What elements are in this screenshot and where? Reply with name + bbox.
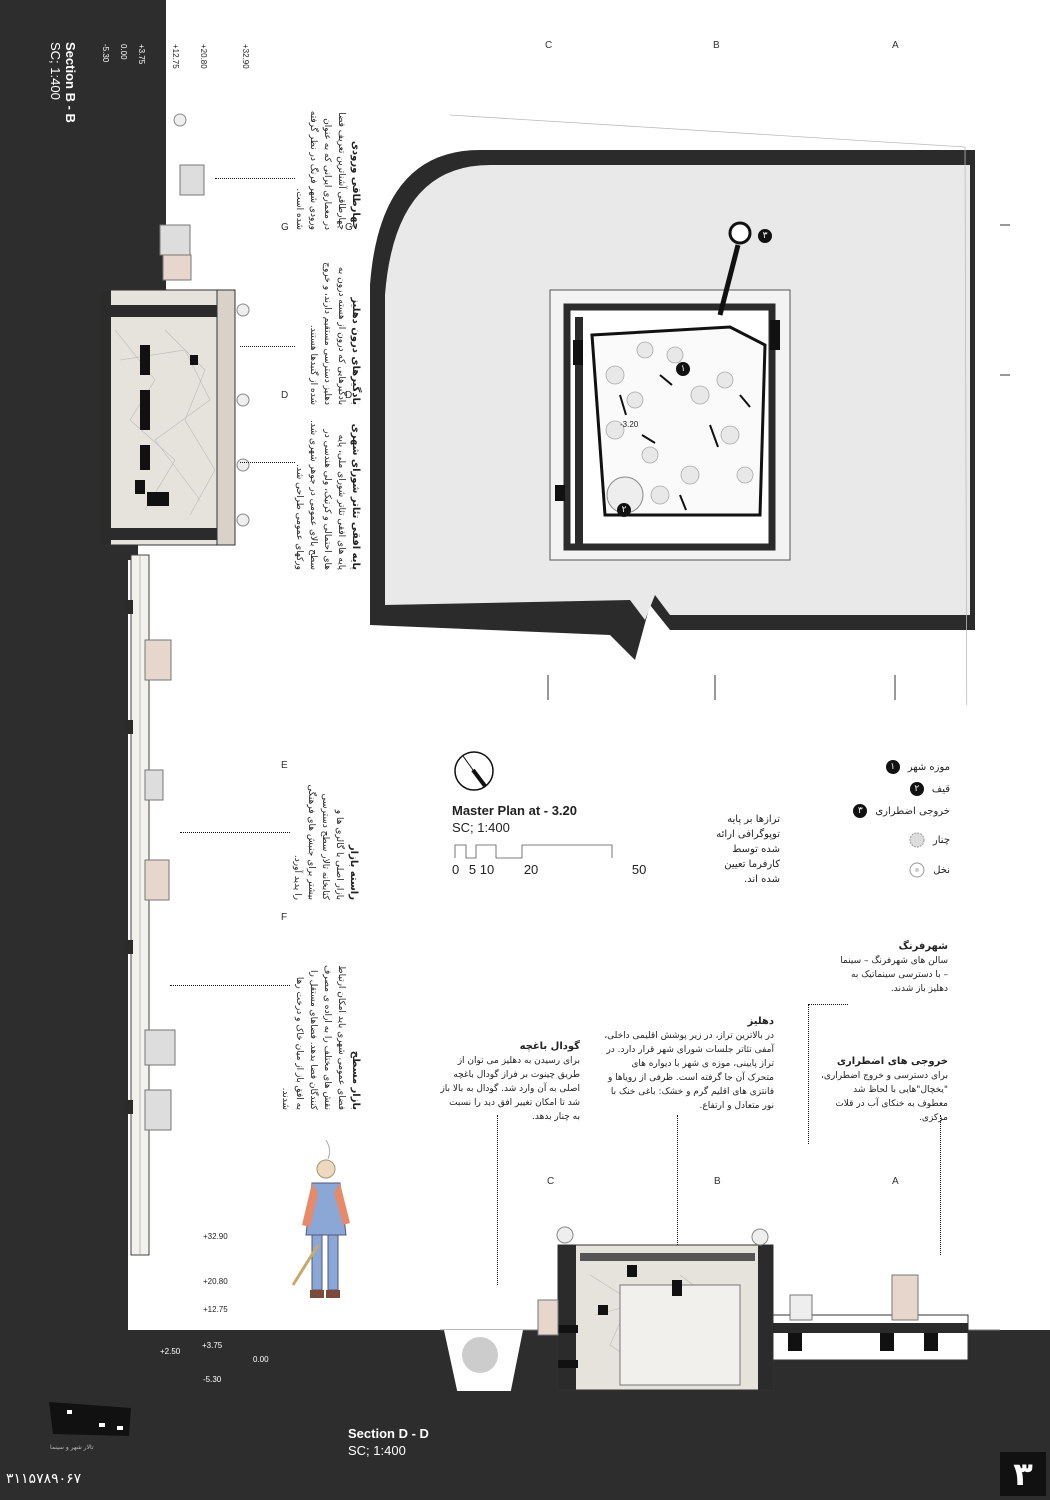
annotation-dd-2-title: دهلیز xyxy=(747,1016,774,1027)
leader-dd-4 xyxy=(940,1115,941,1255)
plane-tree-icon xyxy=(909,832,925,848)
legend-label-5: نخل xyxy=(933,864,950,876)
annotation-dd-4-text: برای دسترسی و خروج اضطراری، "یخچال"هایی … xyxy=(820,1071,948,1123)
scale-label-10: 10 xyxy=(479,862,495,877)
legend-label-2: قیف xyxy=(931,783,950,795)
annotation-bb-5-text: فضای عمومی شهری باید امکان ارتباط نقش ها… xyxy=(280,965,346,1110)
logo-caption: تالار شهر و سینما xyxy=(50,1444,94,1451)
level-note: ترازها بر پایه توپوگرافی ارائه شده توسط … xyxy=(716,814,780,885)
leader-dd-1 xyxy=(808,1004,848,1005)
grid-letter-bb-e: E xyxy=(281,760,288,771)
legend-number-3: ۳ xyxy=(853,804,868,818)
elev-dd-lower-2: +3.75 xyxy=(202,1341,223,1350)
legend-item-2: ۲ قیف xyxy=(909,782,950,796)
annotation-bb-4: راسته بازار بازار اصلی با گالری ها و کتا… xyxy=(290,780,360,900)
grid-letter-dd-b: B xyxy=(714,1176,721,1187)
persian-figure-illustration xyxy=(291,1139,350,1298)
grid-letter-bb-g: G xyxy=(281,222,289,233)
section-dd-title: Section D - D xyxy=(348,1426,429,1441)
annotation-dd-1: شهرفرنگ سالن های شهرفرنگ – سینما – با دس… xyxy=(836,940,948,996)
legend-number-1: ۱ xyxy=(885,760,900,774)
elev-dd-lower-1: +2.50 xyxy=(160,1347,181,1356)
annotation-bb-4-text: بازار اصلی با گالری ها و کتابخانه تالار … xyxy=(292,784,344,900)
plan-marker-3: ۳ xyxy=(758,229,772,243)
annotation-bb-5: بازار مسطح فضای عمومی شهری باید امکان ار… xyxy=(278,960,362,1110)
section-bb-drawing xyxy=(101,113,250,1256)
grid-letter-dd-a: A xyxy=(892,1176,899,1187)
legend-label-4: چنار xyxy=(932,834,950,846)
north-arrow-icon xyxy=(454,751,494,791)
leader-line-5 xyxy=(170,985,290,986)
palm-tree-icon xyxy=(909,862,925,878)
annotation-dd-3: گودال باغچه برای رسیدن به دهلیز می توان … xyxy=(440,1040,580,1124)
elev-dd-upper-2: +20.80 xyxy=(203,1277,228,1286)
grid-letter-top-a: A xyxy=(892,40,899,51)
elev-dd-upper-1: +32.90 xyxy=(203,1232,228,1241)
grid-letter-bb-d: D xyxy=(281,390,289,401)
leader-dd-3 xyxy=(497,1115,498,1285)
grid-letter-bb-d2: D xyxy=(345,390,353,401)
project-logo xyxy=(49,1402,131,1436)
elev-dd-lower-3: 0.00 xyxy=(253,1355,269,1364)
annotation-dd-3-title: گودال باغچه xyxy=(519,1041,580,1052)
leader-line-4 xyxy=(180,832,290,833)
leader-dd-2 xyxy=(677,1115,678,1245)
sheet-number: ۳ xyxy=(1000,1452,1046,1496)
scale-label-20: 20 xyxy=(523,862,539,877)
annotation-bb-1-text: چهارطاقی آشناترین تعریف فضا در معماری ای… xyxy=(294,110,346,230)
annotation-dd-2-text: در بالاترین تراز، در زیر پوشش اقلیمی داخ… xyxy=(604,1031,774,1111)
legend-item-3: ۳ خروجی اضطراری xyxy=(853,804,950,818)
annotation-bb-1: چهارطاقی ورودی چهارطاقی آشناترین تعریف ف… xyxy=(292,110,362,230)
legend-item-5: نخل xyxy=(909,862,950,878)
legend-label-1: موزه شهر xyxy=(907,761,950,773)
legend-number-2: ۲ xyxy=(909,782,924,796)
annotation-dd-2: دهلیز در بالاترین تراز، در زیر پوشش اقلی… xyxy=(604,1015,774,1113)
grid-letter-bb-f: F xyxy=(281,912,288,923)
left-dark-band xyxy=(0,0,128,1330)
annotation-dd-1-text: سالن های شهرفرنگ – سینما – با دسترسی سین… xyxy=(840,956,948,994)
plan-legend: ۱ موزه شهر ۲ قیف ۳ خروجی اضطراری چنار نخ… xyxy=(850,760,950,878)
annotation-dd-4: خروجی های اضطراری برای دسترسی و خروج اضط… xyxy=(820,1055,948,1125)
annotation-bb-4-title: راسته بازار xyxy=(348,844,359,900)
master-plan-title: Master Plan at - 3.20 xyxy=(452,803,577,818)
section-bb-title: Section B - B xyxy=(63,42,78,123)
grid-letter-dd-c: C xyxy=(547,1176,555,1187)
annotation-bb-2: بادگیرهای درون دهلیز بادگیرهایی که درون … xyxy=(306,255,362,405)
section-bb-scale: SC; 1:400 xyxy=(48,42,63,100)
grid-letter-bb-g2: G xyxy=(345,222,353,233)
leader-dd-1b xyxy=(808,1004,809,1144)
leader-line-1 xyxy=(215,178,295,179)
section-dd-scale: SC; 1:400 xyxy=(348,1443,406,1458)
scale-label-5: 5 xyxy=(468,862,477,877)
section-bb-title-block: Section B - B SC; 1:400 xyxy=(48,42,78,123)
plan-marker-1: ۱ xyxy=(676,362,690,376)
annotation-bb-5-title: بازار مسطح xyxy=(350,1050,361,1110)
scale-bar-labels: 0 5 10 20 50 xyxy=(452,862,646,877)
scale-label-0: 0 xyxy=(452,862,460,877)
grid-letter-top-b: B xyxy=(713,40,720,51)
plan-marker-2: ۲ xyxy=(617,503,631,517)
leader-line-2 xyxy=(240,346,295,347)
annotation-bb-2-text: بادگیرهایی که درون از هسته درون به دهلیز… xyxy=(308,262,346,405)
legend-item-4: چنار xyxy=(909,832,950,848)
scale-label-50: 50 xyxy=(631,862,647,877)
annotation-dd-3-text: برای رسیدن به دهلیز می توان از طریق چینو… xyxy=(440,1056,580,1122)
scale-bar xyxy=(454,844,613,859)
student-id: ۳۱۱۵۷۸۹۰۶۷ xyxy=(6,1471,82,1487)
section-dd-drawing xyxy=(440,1226,1000,1391)
legend-item-1: ۱ موزه شهر xyxy=(885,760,950,774)
annotation-dd-4-title: خروجی های اضطراری xyxy=(836,1056,948,1067)
annotation-bb-3: پایه افقی تئاتر شورای شهری پایه های افقی… xyxy=(292,420,362,570)
master-plan-scale: SC; 1:400 xyxy=(452,820,510,835)
legend-label-3: خروجی اضطراری xyxy=(875,805,950,817)
master-plan-drawing xyxy=(370,114,1010,705)
annotation-bb-3-text: پایه های افقی تئاتر شورای ملی، پایه های … xyxy=(294,420,346,570)
leader-line-3 xyxy=(240,462,295,463)
elev-dd-lower-4: -5.30 xyxy=(203,1375,222,1384)
annotation-dd-1-title: شهرفرنگ xyxy=(898,941,948,952)
plan-level-label: -3.20 xyxy=(620,420,639,429)
elev-dd-upper-3: +12.75 xyxy=(203,1305,228,1314)
grid-letter-top-c: C xyxy=(545,40,553,51)
